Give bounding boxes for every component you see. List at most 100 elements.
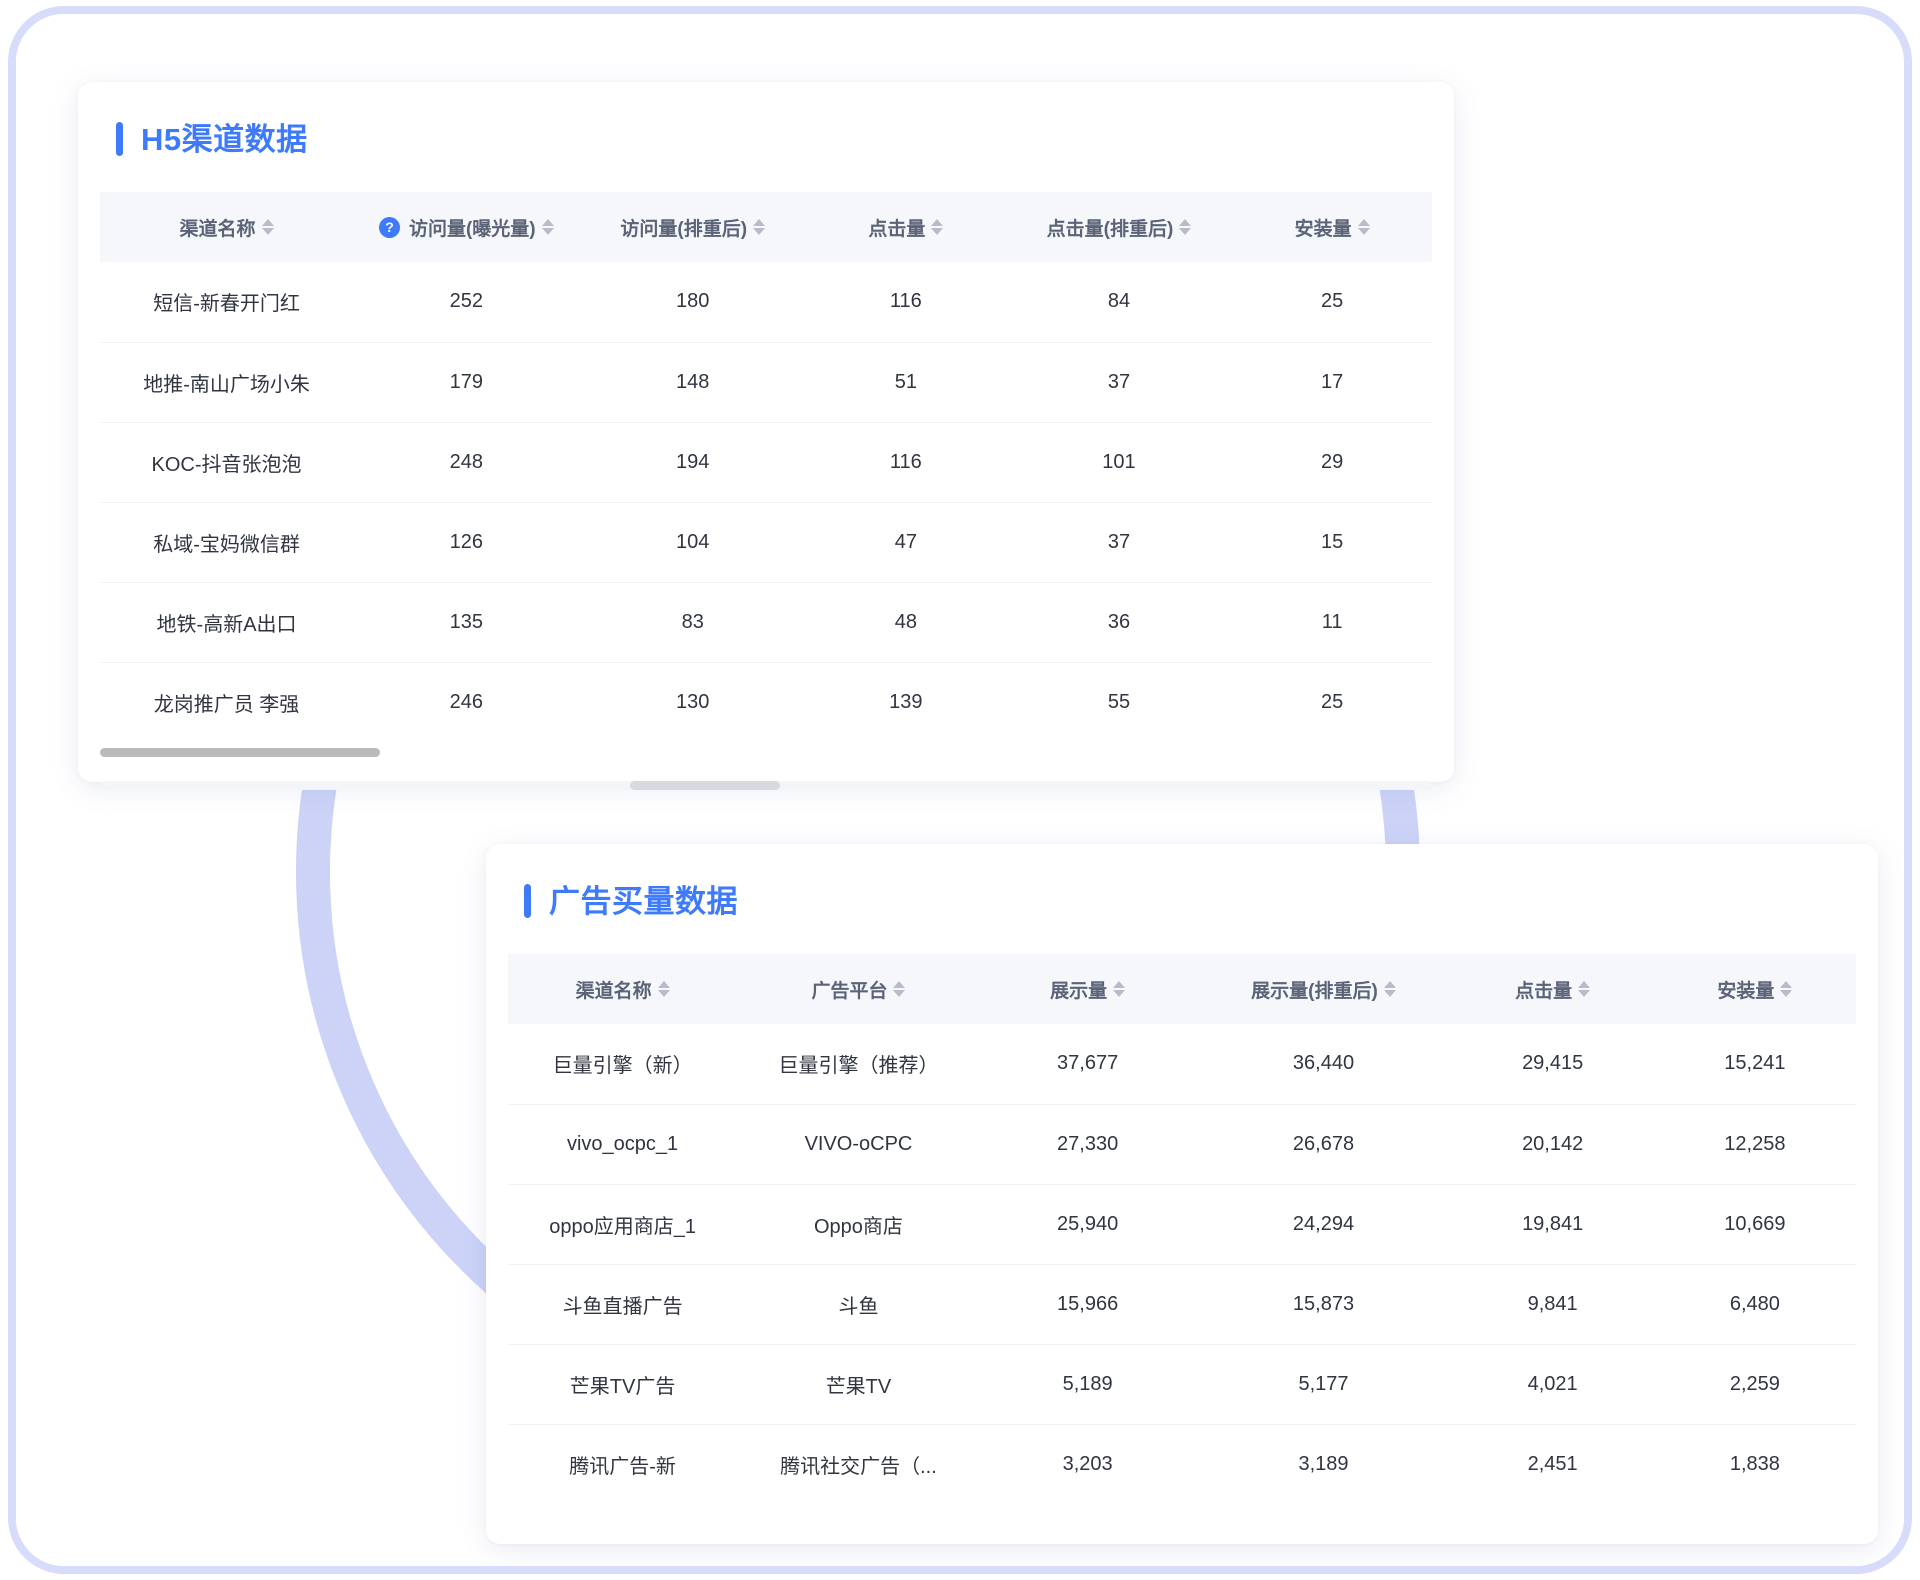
h5-col-clicks-label: 点击量 [868,218,926,240]
cell-installs: 6,480 [1653,1264,1856,1345]
table-row[interactable]: KOC-抖音张泡泡 248 194 116 101 29 [100,422,1432,503]
ad-col-impressions[interactable]: 展示量 [980,954,1196,1024]
help-question-icon[interactable]: ? [378,216,400,238]
cell-visits-impressions: 248 [353,422,580,503]
card-h5-title: H5渠道数据 [141,121,308,157]
cell-visits-impressions: 246 [449,690,483,713]
cell-visits-dedup: 148 [579,342,806,423]
cell-installs: 15,241 [1653,1024,1856,1105]
sort-icon[interactable] [1383,981,1396,997]
table-row[interactable]: 巨量引擎（新） 巨量引擎（推荐） 37,677 36,440 29,415 15… [508,1024,1856,1105]
h5-col-clicks-dedup[interactable]: 点击量(排重后) [1006,192,1232,262]
table-row[interactable]: 地铁-高新A出口 135 83 48 36 11 [100,582,1432,663]
cell-installs: 11 [1232,582,1432,663]
table-row[interactable]: 芒果TV广告 芒果TV 5,189 5,177 4,021 2,259 [508,1344,1856,1425]
h5-col-visits-impressions-label: 访问量(曝光量) [408,218,536,240]
h5-page-scrollbar-thumb[interactable] [630,781,780,790]
table-row[interactable]: vivo_ocpc_1 VIVO-oCPC 27,330 26,678 20,1… [508,1104,1856,1185]
ad-col-impressions-dedup-label: 展示量(排重后) [1251,980,1378,1002]
cell-channel-name: 私域-宝妈微信群 [100,502,354,583]
table-row[interactable]: 腾讯广告-新 腾讯社交广告（... 3,203 3,189 2,451 1,83… [508,1424,1856,1504]
cell-visits-impressions: 135 [353,582,580,663]
sort-icon[interactable] [893,981,906,997]
sort-icon[interactable] [1357,219,1370,235]
sort-icon[interactable] [541,219,554,235]
cell-clicks: 51 [805,342,1006,423]
cell-channel-name: vivo_ocpc_1 [508,1104,738,1185]
h5-col-visits-dedup[interactable]: 访问量(排重后) [580,192,806,262]
ad-col-channel-name[interactable]: 渠道名称 [508,954,737,1024]
cell-clicks-dedup: 37 [1005,502,1233,583]
cell-platform: 腾讯社交广告（... [780,1455,937,1478]
h5-col-clicks[interactable]: 点击量 [806,192,1006,262]
cell-channel-name: 地铁-高新A出口 [100,582,354,663]
table-row[interactable]: 短信-新春开门红 252 180 116 84 25 [100,262,1432,343]
cell-channel-name: 芒果TV广告 [508,1344,738,1425]
ad-col-impressions-dedup[interactable]: 展示量(排重后) [1195,954,1451,1024]
h5-header-row: 渠道名称 ? 访问量(曝光量) [100,192,1432,262]
cell-clicks: 20,142 [1451,1104,1654,1185]
table-row[interactable]: 斗鱼直播广告 斗鱼 15,966 15,873 9,841 6,480 [508,1264,1856,1345]
ad-col-installs-label: 安装量 [1717,980,1775,1002]
ad-col-clicks-label: 点击量 [1515,980,1573,1002]
cell-installs: 17 [1232,342,1432,423]
cell-installs: 25 [1320,690,1344,713]
table-row[interactable]: oppo应用商店_1 Oppo商店 25,940 24,294 19,841 1… [508,1184,1856,1265]
cell-visits-dedup: 194 [579,422,806,503]
ad-col-clicks[interactable]: 点击量 [1452,954,1654,1024]
cell-clicks-dedup: 84 [1005,262,1233,343]
cell-clicks: 139 [889,690,923,713]
h5-col-visits-impressions[interactable]: ? 访问量(曝光量) [353,192,579,262]
card-ad-buy-data: 广告买量数据 渠道名称 [486,844,1878,1544]
h5-scrollbar-thumb[interactable] [100,748,380,757]
h5-horizontal-scrollbar[interactable] [100,748,1432,757]
cell-clicks-dedup: 36 [1005,582,1233,663]
cell-channel-name: KOC-抖音张泡泡 [100,422,354,503]
cell-installs: 25 [1232,262,1432,343]
cell-clicks: 19,841 [1451,1184,1654,1265]
card-ad-title: 广告买量数据 [549,883,738,919]
cell-clicks: 48 [805,582,1006,663]
ad-col-platform-label: 广告平台 [811,980,888,1002]
cell-clicks: 29,415 [1451,1024,1654,1105]
cell-clicks: 2,451 [1527,1452,1578,1475]
h5-col-installs-label: 安装量 [1294,218,1352,240]
cell-visits-impressions: 179 [353,342,580,423]
sort-icon[interactable] [261,219,274,235]
cell-channel-name: 巨量引擎（新） [508,1024,738,1105]
title-accent-bar-icon [116,122,123,156]
sort-icon[interactable] [1578,981,1591,997]
cell-visits-impressions: 126 [353,502,580,583]
table-row[interactable]: 地推-南山广场小朱 179 148 51 37 17 [100,342,1432,423]
cell-clicks: 116 [805,422,1006,503]
h5-col-installs[interactable]: 安装量 [1232,192,1432,262]
cell-impressions-dedup: 5,177 [1195,1344,1452,1425]
h5-table-head: 渠道名称 ? 访问量(曝光量) [100,192,1432,262]
sort-icon[interactable] [1780,981,1793,997]
cell-impressions-dedup: 3,189 [1298,1452,1349,1475]
ad-col-installs[interactable]: 安装量 [1654,954,1856,1024]
cell-clicks: 116 [805,262,1006,343]
cell-channel-name: oppo应用商店_1 [508,1184,738,1265]
cell-clicks: 47 [805,502,1006,583]
cell-impressions: 27,330 [979,1104,1196,1185]
cell-channel-name: 短信-新春开门红 [100,262,354,343]
sort-icon[interactable] [753,219,766,235]
h5-col-channel-name[interactable]: 渠道名称 [100,192,353,262]
cell-impressions-dedup: 36,440 [1195,1024,1452,1105]
sort-icon[interactable] [657,981,670,997]
sort-icon[interactable] [1179,219,1192,235]
h5-data-table: 渠道名称 ? 访问量(曝光量) [100,192,1432,742]
sort-icon[interactable] [931,219,944,235]
h5-page-scrollbar[interactable] [100,781,1432,790]
table-row[interactable]: 私域-宝妈微信群 126 104 47 37 15 [100,502,1432,583]
cell-installs: 1,838 [1729,1452,1780,1475]
cell-impressions-dedup: 15,873 [1195,1264,1452,1345]
cell-clicks-dedup: 55 [1107,690,1131,713]
cell-installs: 29 [1232,422,1432,503]
table-row[interactable]: 龙岗推广员 李强 246 130 139 55 25 [100,662,1432,742]
cell-impressions: 25,940 [979,1184,1196,1265]
ad-col-platform[interactable]: 广告平台 [737,954,980,1024]
cell-platform: VIVO-oCPC [737,1104,980,1185]
sort-icon[interactable] [1113,981,1126,997]
